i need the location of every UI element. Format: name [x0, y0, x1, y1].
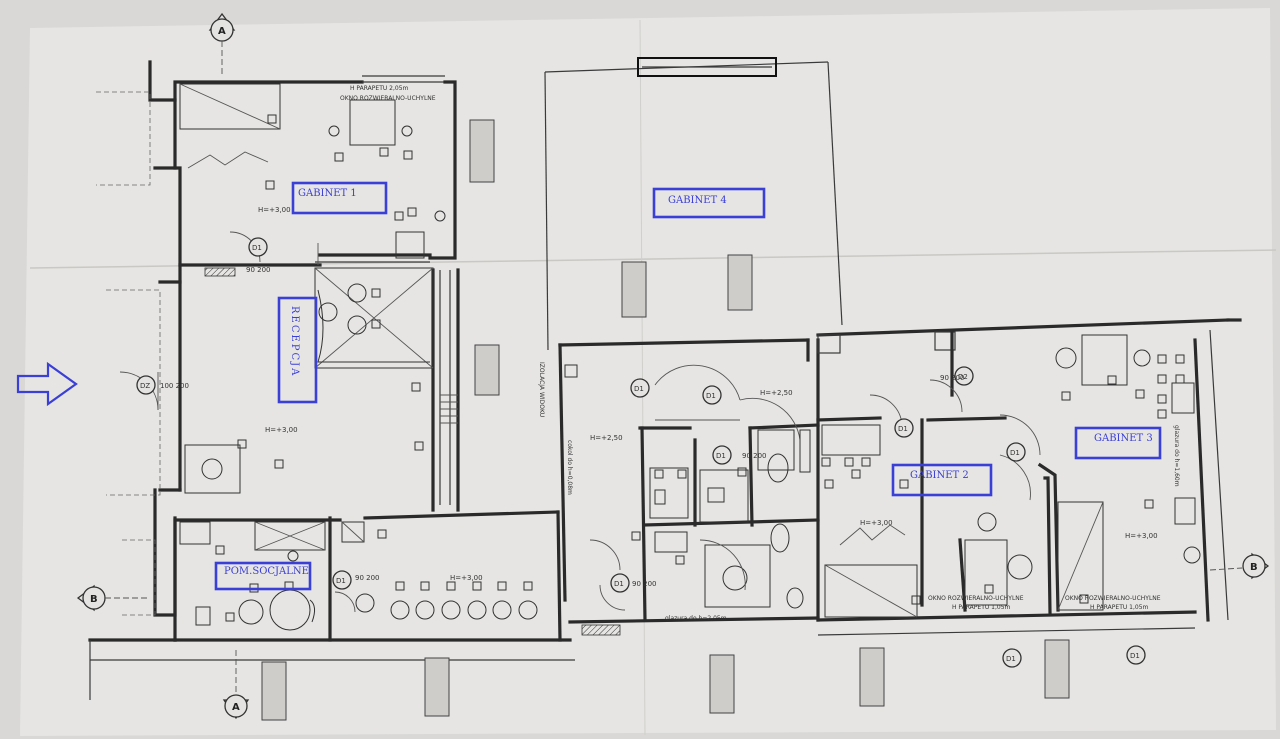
door-tag-gabinet-2: D1 [894, 418, 914, 438]
door-tag-entrance: DZ [136, 375, 156, 395]
svg-text:D1: D1 [898, 425, 908, 433]
svg-text:D1: D1 [1130, 652, 1140, 660]
svg-text:D1: D1 [706, 392, 716, 400]
room-label-gabinet-3-text: GABINET 3 [1094, 433, 1153, 444]
svg-text:D1: D1 [1006, 655, 1016, 663]
door-tag-window-g3: D1 [1126, 645, 1146, 665]
gabinet-2-fixtures: H=+3,00 [821, 379, 963, 618]
svg-text:90 200: 90 200 [742, 452, 767, 460]
room-label-recepcja[interactable]: RECEPCJA [277, 296, 318, 404]
g3-window-sill: H PARAPETU 1,05m [1090, 604, 1149, 611]
room-label-gabinet-1-text: GABINET 1 [298, 188, 357, 199]
room-label-gabinet-2[interactable]: GABINET 2 [891, 463, 993, 497]
svg-text:D1: D1 [614, 580, 624, 588]
door-tag-socjalne: D1 [332, 570, 352, 590]
top-window-type: OKNO ROZWIERALNO-UCHYLNE [340, 95, 436, 102]
cokol-note: cokol do h=0,08m [566, 440, 573, 495]
door-tag-gabinet-1: D1 [248, 237, 268, 257]
svg-text:A: A [218, 26, 226, 37]
svg-text:100 200: 100 200 [160, 382, 189, 390]
svg-text:D2: D2 [958, 373, 968, 381]
reception-fixtures: H=+3,00 [119, 267, 458, 494]
g2-height-label: H=+3,00 [860, 519, 893, 527]
wc-fixtures [589, 364, 811, 611]
gabinet-1-window-notes: H PARAPETU 2,05m OKNO ROZWIERALNO-UCHYLN… [340, 85, 436, 102]
middle-height-label: H=+2,50 [590, 434, 623, 442]
door-tag-wc-3: D1 [712, 445, 732, 465]
door-tags: D1 DZ D1 D1 D1 D1 D1 D1 [136, 237, 1146, 668]
door-tag-wc-4: D1 [610, 573, 630, 593]
svg-text:90 200: 90 200 [246, 266, 271, 274]
svg-text:D1: D1 [336, 577, 346, 585]
section-marker-b-right: B [1209, 552, 1270, 580]
svg-text:DZ: DZ [140, 382, 150, 390]
svg-text:D1: D1 [252, 244, 262, 252]
chair-row [355, 581, 538, 620]
gabinet-4-area-notes: H=+2,50 H=+2,50 glazura do h=2,05m IZOLA… [538, 362, 793, 622]
svg-text:D1: D1 [716, 452, 726, 460]
g2-window-type: OKNO ROZWIERALNO-UCHYLNE [928, 595, 1024, 602]
door-tag-wc-1: D1 [630, 378, 650, 398]
room-label-pom-socjalne-text: POM.SOCJALNE [224, 566, 309, 577]
middle-height-label-2: H=+2,50 [760, 389, 793, 397]
izolacja-note: IZOLACJA WIDOKU [538, 362, 545, 417]
door-dimensions: 90 200 100 200 90 200 90 200 90 200 90 2… [160, 266, 965, 588]
right-block-walls [816, 318, 1242, 636]
gabinet-1-fixtures: H=+3,00 [179, 83, 446, 265]
door-tag-window-g2: D1 [1002, 648, 1022, 668]
svg-text:90 200: 90 200 [632, 580, 657, 588]
svg-text:B: B [1250, 562, 1258, 573]
hatched-blocks [204, 267, 621, 636]
room-label-gabinet-4-text: GABINET 4 [668, 195, 727, 206]
svg-text:D1: D1 [1010, 449, 1020, 457]
entrance-arrow-icon [16, 361, 78, 407]
g3-glazura-note: glazura do h=1,60m [1173, 425, 1180, 487]
section-marker-a-bottom: A [222, 650, 250, 720]
door-tag-gabinet-3b: D1 [1006, 442, 1026, 462]
svg-text:A: A [232, 702, 240, 713]
top-window-sill: H PARAPETU 2,05m [350, 85, 409, 92]
g2-window-sill: H PARAPETU 1,05m [952, 604, 1011, 611]
right-window-notes: OKNO ROZWIERALNO-UCHYLNE H PARAPETU 1,05… [566, 425, 1180, 611]
glazura-note: glazura do h=2,05m [665, 615, 727, 622]
room-label-pom-socjalne[interactable]: POM.SOCJALNE [214, 561, 312, 591]
svg-text:90 200: 90 200 [355, 574, 380, 582]
left-dashed-outline [96, 91, 161, 616]
room-label-gabinet-1[interactable]: GABINET 1 [291, 181, 388, 215]
room-label-recepcja-text: RECEPCJA [289, 306, 300, 377]
section-marker-a-top: A [208, 12, 236, 75]
g3-height-label: H=+3,00 [1125, 532, 1158, 540]
svg-text:B: B [90, 594, 98, 605]
room-label-gabinet-4[interactable]: GABINET 4 [652, 187, 766, 219]
socjalne-height-label: H=+3,00 [450, 574, 483, 582]
reception-height-label: H=+3,00 [265, 426, 298, 434]
svg-text:D1: D1 [634, 385, 644, 393]
svg-text:90 200: 90 200 [940, 374, 965, 382]
section-marker-b-left: B [76, 584, 150, 612]
room-label-gabinet-2-text: GABINET 2 [910, 470, 969, 481]
paper-sheet [20, 8, 1276, 736]
left-block-walls [88, 60, 575, 700]
room-label-gabinet-3[interactable]: GABINET 3 [1074, 426, 1162, 460]
g3-window-type: OKNO ROZWIERALNO-UCHYLNE [1065, 595, 1161, 602]
door-tag-gabinet-3a: D2 [954, 366, 974, 386]
room-info-tables [261, 119, 1070, 721]
gabinet-3-fixtures: H=+3,00 [964, 334, 1201, 611]
g1-height-label: H=+3,00 [258, 206, 291, 214]
door-tag-wc-2: D1 [702, 385, 722, 405]
